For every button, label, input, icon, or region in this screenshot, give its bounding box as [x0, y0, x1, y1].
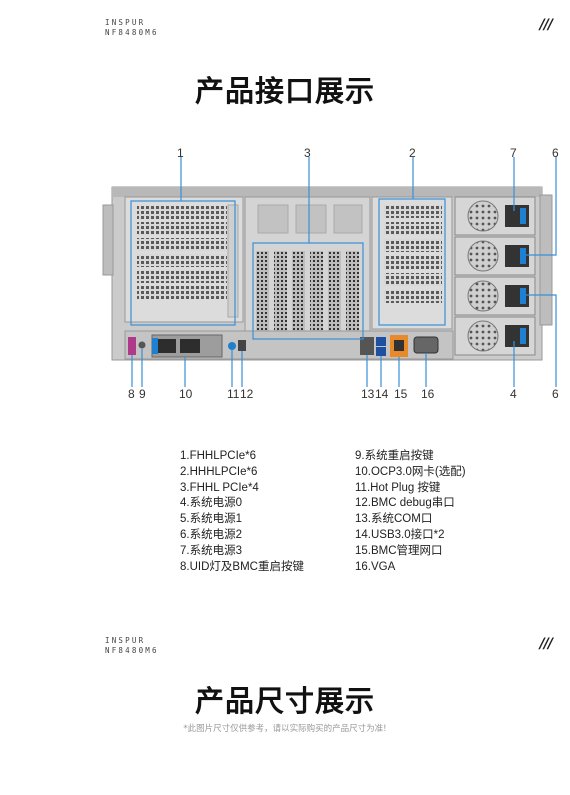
- server-rear-panel-illustration: [102, 157, 557, 387]
- legend-item: 3.FHHL PCIe*4: [180, 481, 259, 494]
- callout-1: 1: [177, 146, 184, 160]
- psu-3: [454, 196, 536, 236]
- power-supply-stack: [454, 196, 536, 356]
- page-title-interfaces: 产品接口展示: [194, 74, 375, 108]
- pcie-center-block: [244, 196, 371, 338]
- legend-item: 5.系统电源1: [180, 513, 242, 526]
- callout-8: 8: [128, 387, 135, 401]
- legend-item: 12.BMC debug串口: [355, 497, 455, 510]
- callout-11: 11: [227, 387, 240, 401]
- psu-2: [454, 236, 536, 276]
- pcie-riser-right: [371, 196, 453, 330]
- legend-item: 9.系统重启按键: [355, 450, 434, 462]
- legend-item: 16.VGA: [355, 560, 396, 573]
- usb-port-2: [376, 347, 386, 356]
- legend-item: 6.系统电源2: [180, 528, 242, 541]
- legend-item: 10.OCP3.0网卡(选配): [355, 465, 466, 478]
- brand-model: NF8480M6: [105, 28, 159, 37]
- slash-decoration-2: ///: [539, 636, 553, 652]
- legend-left-column: 1.FHHLPCIe*6 2.HHHLPCIe*6 3.FHHL PCIe*4 …: [180, 449, 304, 575]
- legend-item: 15.BMC管理网口: [355, 544, 443, 557]
- system-reset-button[interactable]: [138, 341, 146, 349]
- legend-item: 8.UID灯及BMC重启按键: [180, 560, 304, 573]
- callout-7: 7: [510, 146, 517, 160]
- page-title-dimensions: 产品尺寸展示: [194, 684, 375, 718]
- pcie-riser-left: [124, 196, 244, 323]
- callout-2: 2: [409, 146, 416, 160]
- callout-10: 10: [179, 387, 193, 401]
- brand-name: INSPUR: [105, 18, 146, 27]
- bmc-debug-port: [238, 340, 246, 351]
- callout-9: 9: [139, 387, 146, 401]
- legend-item: 14.USB3.0接口*2: [355, 528, 445, 541]
- legend-right-column: 9.系统重启按键 10.OCP3.0网卡(选配) 11.Hot Plug 按键 …: [355, 449, 466, 575]
- legend-item: 4.系统电源0: [180, 497, 242, 510]
- psu-0: [454, 316, 536, 356]
- brand-model-2: NF8480M6: [105, 646, 159, 655]
- legend-item: 1.FHHLPCIe*6: [180, 450, 257, 462]
- callout-13: 13: [361, 387, 375, 401]
- hot-plug-button[interactable]: [228, 342, 236, 350]
- callout-6-top: 6: [552, 146, 559, 160]
- psu-1: [454, 276, 536, 316]
- disclaimer-note: *此图片尺寸仅供参考，请以实际购买的产品尺寸为准!: [183, 724, 387, 734]
- callout-16: 16: [421, 387, 435, 401]
- legend-item: 11.Hot Plug 按键: [355, 481, 441, 494]
- usb-port-1: [376, 337, 386, 346]
- brand-name-2: INSPUR: [105, 636, 146, 645]
- io-row: [124, 330, 454, 360]
- callout-12: 12: [240, 387, 254, 401]
- legend-item: 7.系统电源3: [180, 544, 242, 557]
- callout-4: 4: [510, 387, 517, 401]
- legend-item: 13.系统COM口: [355, 513, 433, 526]
- slash-decoration: ///: [539, 17, 553, 33]
- callout-14: 14: [375, 387, 389, 401]
- vga-port: [413, 336, 439, 354]
- callout-lines: [130, 157, 557, 387]
- callout-6-bottom: 6: [552, 387, 559, 401]
- com-port: [360, 337, 374, 355]
- callout-15: 15: [394, 387, 408, 401]
- legend-item: 2.HHHLPCIe*6: [180, 465, 258, 478]
- uid-bmc-button[interactable]: [128, 337, 136, 355]
- callout-3: 3: [304, 146, 311, 160]
